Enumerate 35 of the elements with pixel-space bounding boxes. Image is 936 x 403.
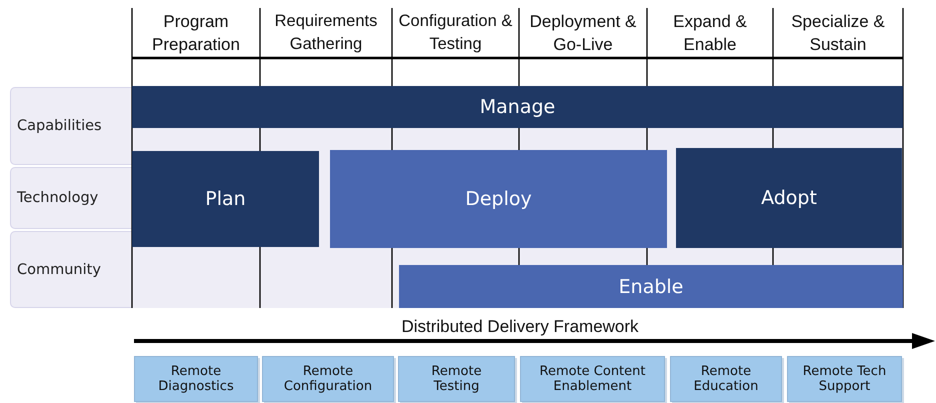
- phase-bar: [330, 150, 667, 248]
- node-label: Remote Testing: [430, 364, 483, 394]
- service-box: [134, 356, 258, 402]
- node-label: Community: [17, 262, 101, 278]
- phase-bar: [399, 265, 903, 308]
- service-box: [262, 356, 394, 402]
- node-label: Remote Tech Support: [802, 364, 888, 394]
- node-label: Deploy: [465, 188, 532, 210]
- column-header: Expand & Enable: [672, 11, 748, 56]
- node-label: Plan: [205, 188, 246, 210]
- column-header: Deployment & Go-Live: [528, 11, 638, 56]
- node-label: Remote Configuration: [282, 364, 374, 394]
- node-label: Remote Diagnostics: [157, 364, 235, 394]
- column-header: Program Preparation: [151, 11, 241, 56]
- phase-bar: [132, 151, 319, 247]
- column-header: Specialize & Sustain: [790, 11, 886, 56]
- service-box: [787, 356, 902, 402]
- column-header: Configuration & Testing: [398, 11, 514, 55]
- node-label: Remote Education: [692, 364, 760, 394]
- arrow-label: Distributed Delivery Framework: [400, 316, 640, 338]
- service-box: [398, 356, 515, 402]
- node-label: Technology: [17, 190, 98, 206]
- column-header: Requirements Gathering: [274, 11, 378, 55]
- row-band: [10, 231, 132, 308]
- node-label: Manage: [480, 96, 556, 118]
- node-label: Remote Content Enablement: [538, 364, 646, 394]
- row-band: [10, 167, 132, 229]
- service-box: [670, 356, 782, 402]
- service-box: [520, 356, 665, 402]
- row-band: [10, 87, 132, 165]
- node-label: Enable: [618, 276, 684, 298]
- node-label: Capabilities: [17, 118, 102, 134]
- phase-bar: [676, 148, 902, 248]
- node-label: Adopt: [761, 187, 817, 209]
- phase-bar: [132, 86, 903, 128]
